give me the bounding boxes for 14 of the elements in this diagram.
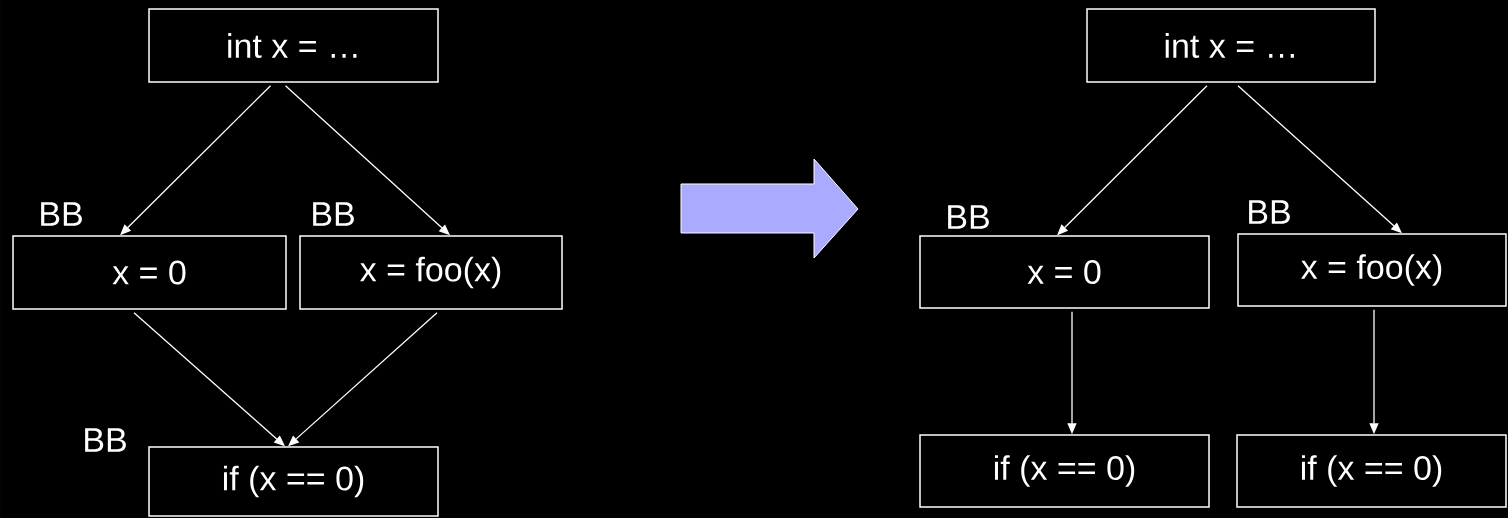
- block-label: BB: [948, 205, 989, 229]
- code-box: if (x == 0): [1236, 434, 1507, 508]
- code-box: int x = …: [1086, 8, 1376, 83]
- code-box: x = foo(x): [299, 235, 563, 310]
- code-box: if (x == 0): [919, 434, 1210, 508]
- code-box: x = 0: [919, 235, 1210, 309]
- code-box: x = foo(x): [1237, 233, 1507, 307]
- code-box: if (x == 0): [148, 446, 439, 517]
- block-label: BB: [1249, 200, 1290, 224]
- block-label: BB: [313, 202, 354, 226]
- block-label: BB: [41, 202, 82, 226]
- code-box: x = 0: [12, 235, 287, 310]
- block-label: BB: [85, 428, 126, 452]
- code-box: int x = …: [148, 8, 439, 83]
